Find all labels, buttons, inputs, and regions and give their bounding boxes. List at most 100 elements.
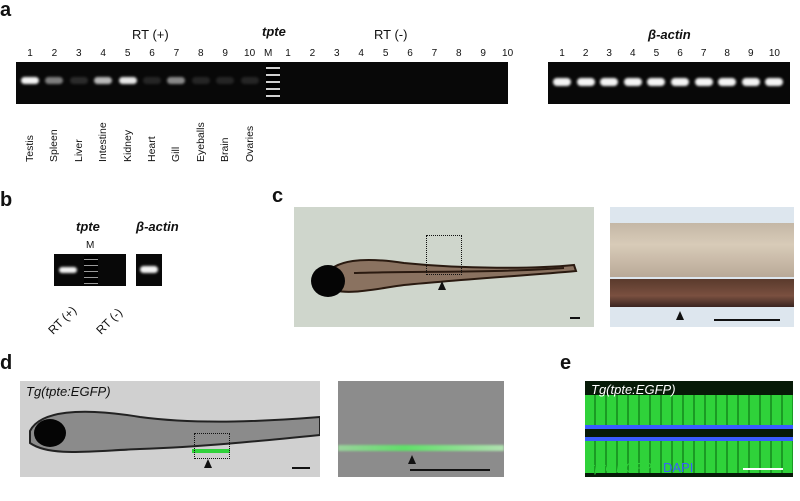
gene-label-tpte: tpte [262, 24, 286, 39]
lane-number-actin: 7 [700, 48, 707, 59]
band-actin [741, 78, 760, 86]
rt-minus-label-b: RT (-) [93, 305, 126, 338]
arrowhead-d [204, 459, 212, 468]
panel-d-label: d [0, 352, 13, 374]
lane-number: 4 [100, 48, 106, 59]
band-tpte [167, 77, 186, 84]
transgene-label-d: Tg(tpte:EGFP) [26, 384, 111, 399]
band-actin [671, 78, 689, 86]
lane-number: 10 [502, 48, 514, 59]
band-tpte [21, 77, 39, 84]
lane-number-actin: 4 [630, 48, 636, 59]
lane-number: 5 [382, 48, 389, 59]
scale-bar-e [743, 468, 783, 470]
larva-zoom-photo [610, 207, 794, 327]
gel-actin [548, 62, 790, 104]
notochord-band [610, 223, 794, 277]
marker-lane-label: M [264, 48, 273, 59]
lane-number: 2 [51, 48, 58, 59]
lane-number: 9 [480, 48, 486, 59]
lane-number: 1 [285, 48, 291, 59]
marker-ladder [266, 64, 280, 100]
epithelium-upper [585, 395, 793, 429]
gel-tpte [16, 62, 508, 104]
lane-number: 5 [124, 48, 131, 59]
lane-number: 6 [149, 48, 155, 59]
band-actin [623, 78, 642, 86]
panel-e-label: e [560, 352, 572, 374]
lane-number: 1 [27, 48, 33, 59]
lane-number: 2 [309, 48, 316, 59]
lane-number: 7 [173, 48, 180, 59]
lane-number: 7 [431, 48, 438, 59]
actin-label-a: β-actin [648, 27, 691, 42]
band-tpte [45, 77, 64, 84]
panel-c-label: c [272, 185, 284, 207]
tissue-label: Brain [219, 137, 232, 162]
tissue-label: Heart [146, 136, 158, 162]
dapi-label: DAPI [663, 460, 694, 475]
lane-number: 3 [76, 48, 82, 59]
lane-number: 8 [456, 48, 462, 59]
lane-number-actin: 3 [606, 48, 612, 59]
tissue-label: Ovaries [243, 125, 256, 162]
lane-number-actin: 1 [559, 48, 565, 59]
rt-plus-label-b: RT (+) [45, 303, 80, 338]
lane-number-actin: 6 [677, 48, 683, 59]
lane-number-actin: 9 [748, 48, 754, 59]
scale-bar-zoom [714, 319, 780, 321]
band-actin [718, 78, 737, 86]
band-actin [765, 78, 784, 86]
confocal-image [585, 381, 793, 477]
lane-number-actin: 8 [724, 48, 730, 59]
band-tpte [240, 77, 259, 84]
band-actin [647, 78, 666, 86]
tissue-label: Intestine [97, 122, 110, 162]
lane-number-actin: 5 [653, 48, 660, 59]
gene-label-tpte-b: tpte [76, 219, 100, 234]
zoom-region-box-d [194, 433, 230, 459]
rt-plus-label: RT (+) [132, 27, 169, 42]
band-tpte [143, 77, 161, 84]
zoom-region-box [426, 235, 462, 275]
gfp-stripe [338, 445, 504, 451]
lane-number: 10 [244, 48, 256, 59]
tissue-label: Eyeballs [194, 122, 207, 162]
lane-number: 6 [407, 48, 413, 59]
tissue-label: Gill [170, 146, 183, 162]
band-actin [694, 78, 713, 86]
lane-number: 4 [358, 48, 364, 59]
band-actin [553, 78, 571, 86]
band-actin-b [140, 266, 158, 273]
marker-label-b: M [86, 240, 95, 251]
larva-d-illustration [29, 410, 320, 453]
scale-bar-d [292, 467, 310, 469]
tissue-label: Spleen [48, 129, 61, 162]
larva-illustration [311, 258, 578, 297]
lane-number-actin: 2 [582, 48, 589, 59]
rt-minus-label: RT (-) [374, 27, 408, 42]
tissue-label: Kidney [121, 129, 134, 162]
tissue-label: Liver [72, 139, 85, 162]
larva-fluorescence-photo [20, 381, 320, 477]
larva-fluorescence-zoom [338, 381, 504, 477]
scale-bar-d-zoom [410, 469, 490, 471]
tissue-label: Testis [24, 135, 36, 162]
band-tpte [216, 77, 235, 84]
gel-b-actin [136, 254, 162, 286]
arrowhead-d-zoom [408, 455, 416, 464]
band-rt-plus [59, 267, 77, 273]
transgene-label-e: Tg(tpte:EGFP) [591, 382, 676, 397]
gel-b-tpte [54, 254, 126, 286]
marker-ladder-b [84, 256, 98, 284]
actin-label-b: β-actin [136, 219, 179, 234]
panel-a-label: a [0, 0, 12, 21]
arrowhead-zoom [676, 311, 684, 320]
lane-number-actin: 10 [768, 48, 780, 59]
egfp-label: tpte:EGFP [591, 460, 652, 475]
lane-number: 3 [334, 48, 340, 59]
band-tpte [94, 77, 113, 84]
scale-bar [570, 317, 580, 319]
panel-b-label: b [0, 189, 13, 211]
epithelium-lower [585, 437, 793, 473]
